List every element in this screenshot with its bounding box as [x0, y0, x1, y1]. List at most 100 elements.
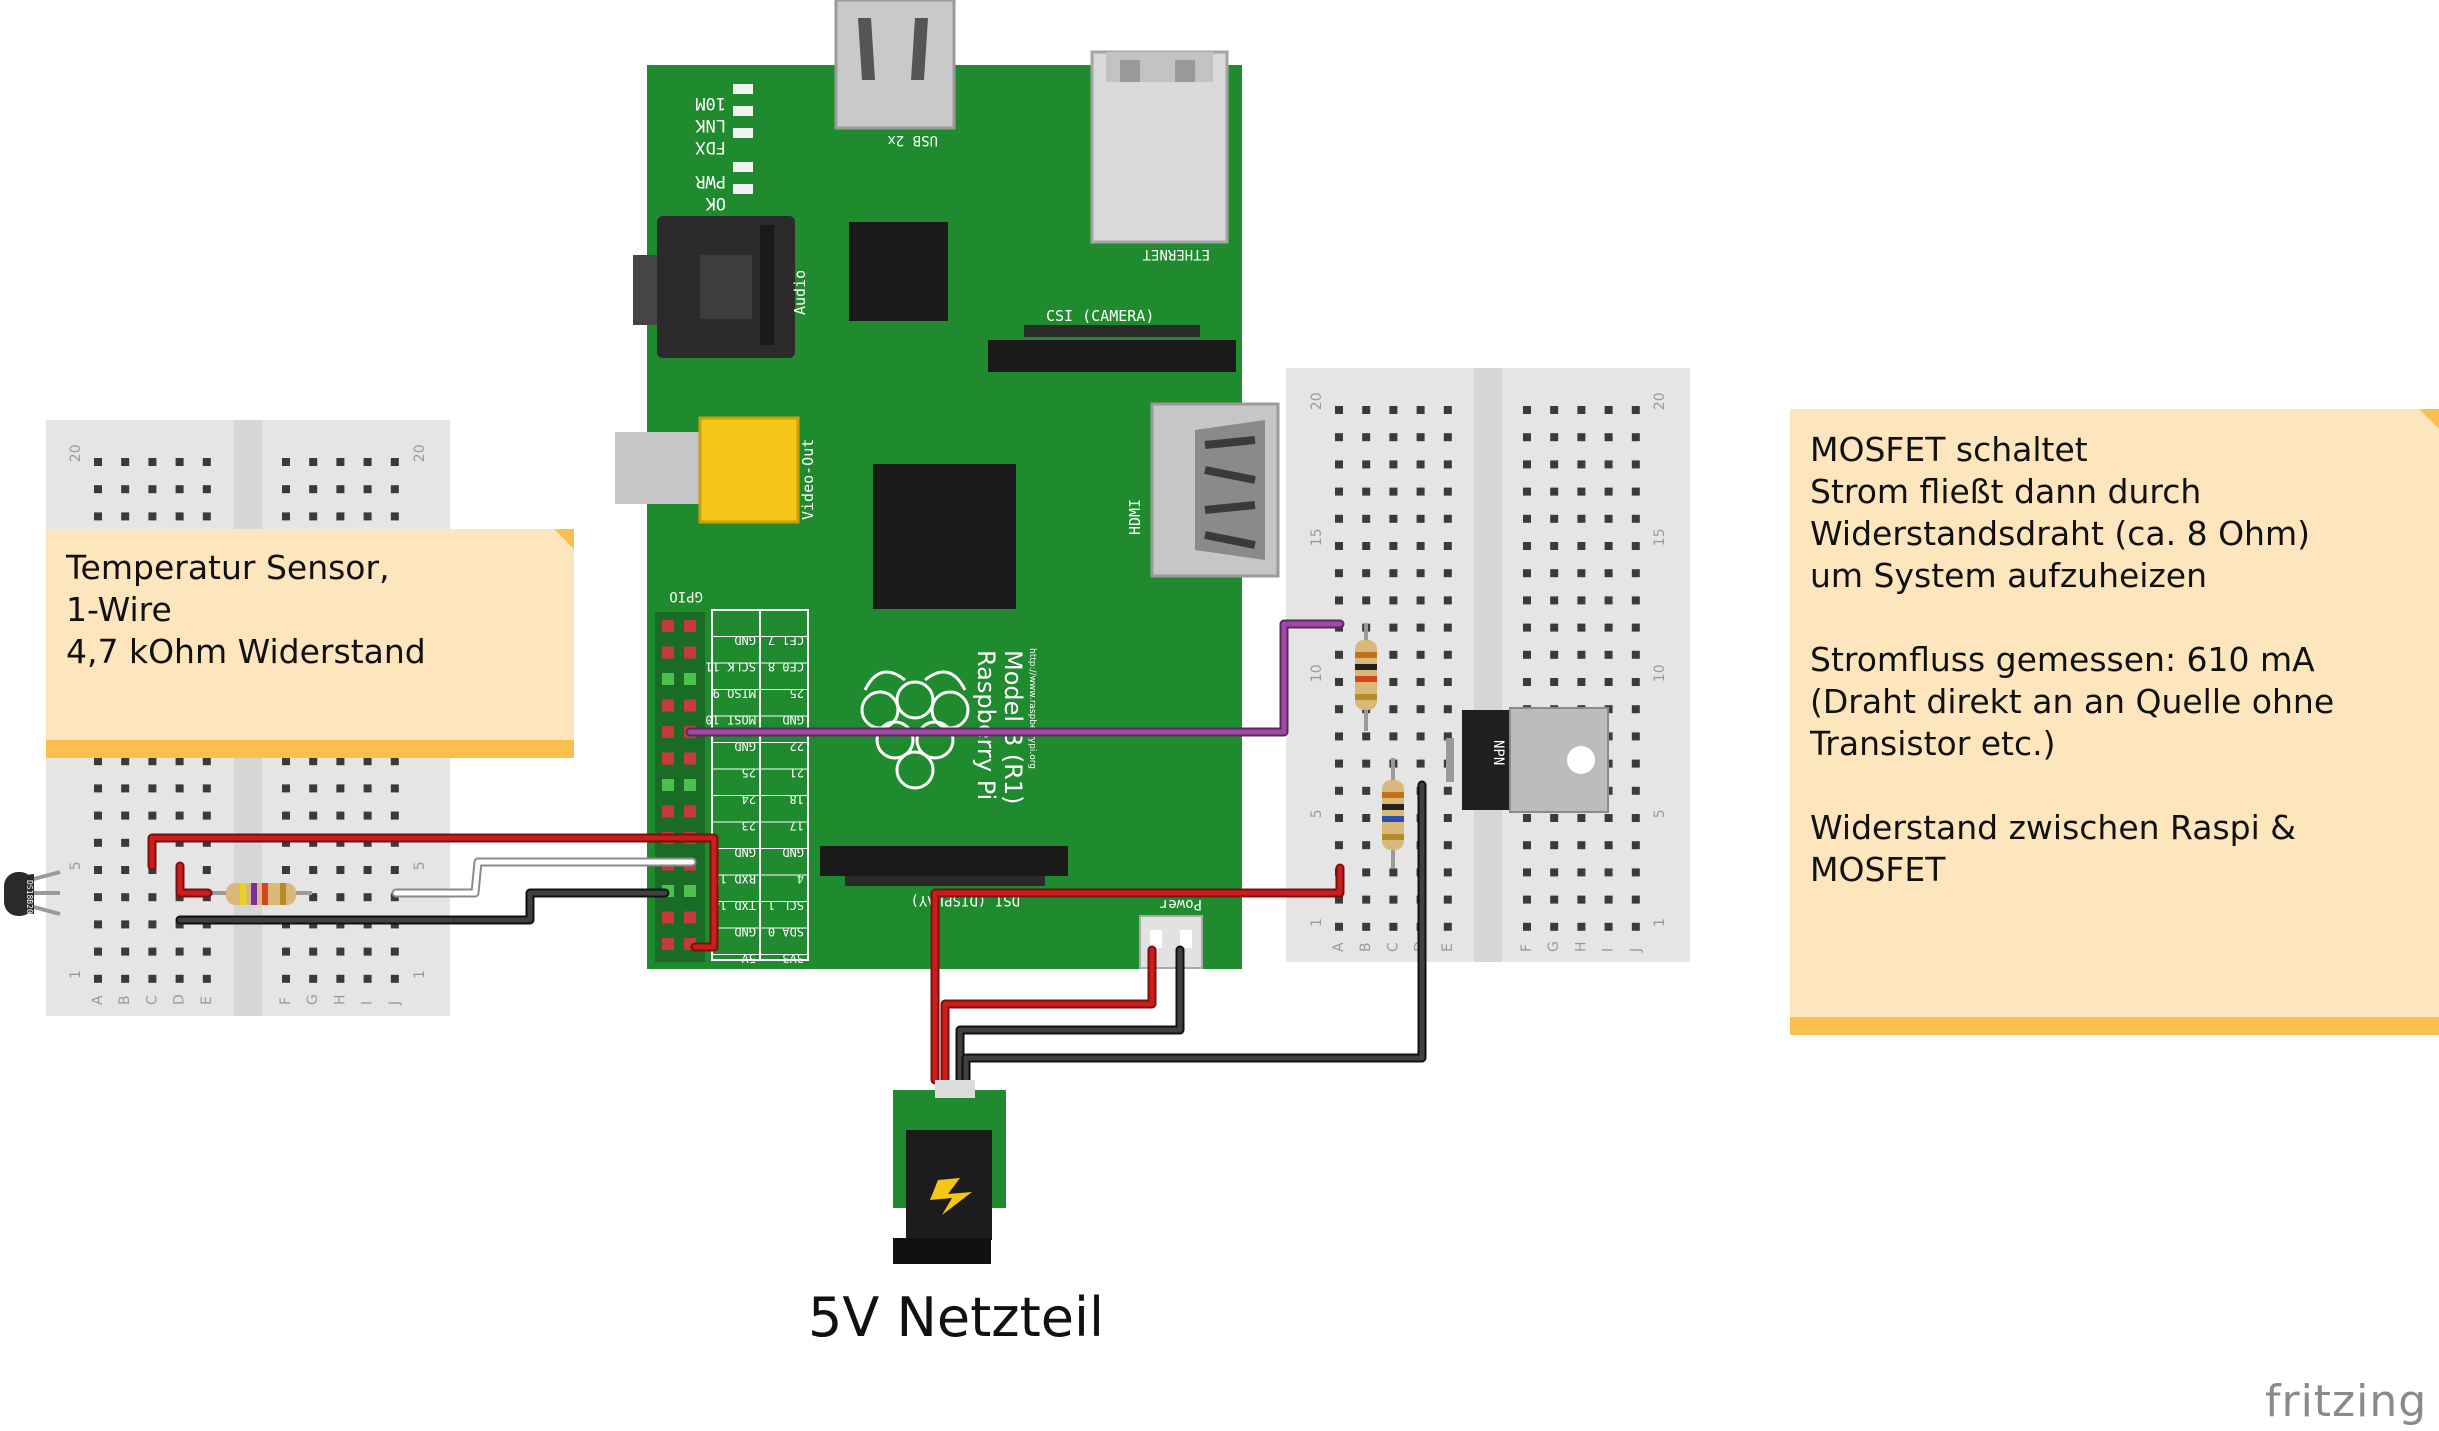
breadboard-hole	[1577, 868, 1586, 877]
breadboard-hole	[202, 485, 211, 494]
breadboard-hole	[1577, 406, 1586, 414]
breadboard-hole	[1443, 814, 1452, 822]
breadboard-hole	[1631, 814, 1640, 822]
breadboard-hole	[1550, 623, 1559, 632]
breadboard-row-label: 10	[1309, 664, 1325, 682]
gpio-pin	[662, 699, 674, 712]
breadboard-hole	[1389, 542, 1398, 550]
note-line: Widerstand zwischen Raspi &	[1810, 808, 2296, 847]
led-label-lnk: LNK	[695, 115, 726, 135]
breadboard-hole	[1523, 433, 1531, 442]
breadboard-hole	[363, 485, 372, 494]
breadboard-hole	[1631, 841, 1640, 850]
breadboard-hole	[148, 757, 157, 766]
breadboard-hole	[1631, 650, 1640, 659]
breadboard-hole	[94, 485, 102, 494]
breadboard-hole	[1416, 542, 1425, 550]
breadboard-hole	[390, 458, 399, 466]
breadboard-hole	[1362, 732, 1371, 741]
breadboard-hole	[1335, 542, 1343, 550]
gpio-pin	[684, 673, 696, 685]
breadboard-hole	[1523, 569, 1531, 578]
breadboard-hole	[202, 811, 211, 820]
breadboard-hole	[1631, 732, 1640, 741]
gpio-pin-label: 21	[790, 766, 804, 780]
breadboard-hole	[1577, 569, 1586, 578]
breadboard-hole	[1631, 895, 1640, 904]
note-line: Temperatur Sensor,	[66, 548, 390, 587]
breadboard-hole	[1389, 922, 1398, 931]
breadboard-hole	[1362, 487, 1371, 496]
breadboard-hole	[363, 893, 372, 902]
breadboard-hole	[1631, 786, 1640, 795]
breadboard-row-label: 5	[1309, 809, 1325, 818]
breadboard-hole	[1362, 841, 1371, 850]
breadboard-hole	[1443, 678, 1452, 686]
gpio-label: GPIO	[669, 588, 703, 604]
breadboard-hole	[336, 947, 345, 956]
breadboard-hole	[1631, 759, 1640, 768]
note-fold-icon	[554, 529, 574, 549]
breadboard-hole	[1389, 596, 1398, 605]
breadboard-hole	[363, 757, 372, 766]
breadboard-hole	[1604, 487, 1613, 496]
breadboard-hole	[1362, 786, 1371, 795]
breadboard-hole	[1416, 433, 1425, 442]
breadboard-hole	[148, 784, 157, 793]
breadboard-hole	[121, 784, 130, 793]
breadboard-hole	[94, 512, 102, 521]
gpio-pin	[684, 805, 696, 818]
led-label-10m: 10M	[695, 93, 726, 113]
breadboard-hole	[1443, 650, 1452, 659]
breadboard-hole	[202, 947, 211, 956]
breadboard-hole	[363, 512, 372, 521]
gpio-pins	[662, 620, 696, 950]
breadboard-hole	[1335, 895, 1343, 904]
breadboard-hole	[202, 757, 211, 766]
breadboard-hole	[1577, 433, 1586, 442]
breadboard-hole	[1335, 650, 1343, 659]
gpio-pin-label: GND	[782, 845, 804, 859]
breadboard-column-label: G	[1546, 941, 1562, 952]
gpio-pin-label: RXD 15	[713, 872, 756, 886]
breadboard-column-label: C	[144, 995, 160, 1005]
breadboard-hole	[1550, 596, 1559, 605]
gpio-pin-label: MISO 9	[713, 686, 756, 700]
breadboard-hole	[1362, 814, 1371, 822]
breadboard-hole	[1416, 732, 1425, 741]
breadboard-hole	[1577, 542, 1586, 550]
breadboard-hole	[1389, 895, 1398, 904]
breadboard-hole	[1604, 569, 1613, 578]
breadboard-hole	[1362, 433, 1371, 442]
breadboard-hole	[1443, 623, 1452, 632]
breadboard-hole	[1389, 569, 1398, 578]
breadboard-hole	[121, 920, 130, 929]
breadboard-hole	[1523, 814, 1531, 822]
wires	[147, 619, 1427, 1085]
gpio-pin	[662, 911, 674, 924]
gpio-pin	[662, 726, 674, 738]
resistor-mosfet-gate	[1355, 624, 1377, 731]
breadboard-hole	[175, 512, 184, 521]
status-leds	[733, 84, 753, 194]
breadboard-row-label: 20	[1652, 392, 1668, 410]
breadboard-hole	[282, 838, 290, 847]
breadboard-hole	[1523, 841, 1531, 850]
power-label: Power	[1160, 896, 1202, 912]
breadboard-hole	[282, 485, 290, 494]
gpio-pin-label: GND	[734, 925, 756, 939]
gpio-pin-label: SDA 0	[768, 925, 804, 939]
breadboard-hole	[202, 784, 211, 793]
breadboard-hole	[1416, 623, 1425, 632]
breadboard-hole	[175, 784, 184, 793]
breadboard-hole	[1523, 922, 1531, 931]
note-line: (Draht direkt an an Quelle ohne	[1810, 682, 2335, 721]
breadboard-hole	[121, 811, 130, 820]
breadboard-hole	[1362, 460, 1371, 469]
breadboard-hole	[1523, 514, 1531, 523]
breadboard-hole	[121, 485, 130, 494]
gpio-pin-label: SCL 1	[768, 898, 804, 912]
breadboard-hole	[1577, 623, 1586, 632]
breadboard-hole	[1389, 732, 1398, 741]
